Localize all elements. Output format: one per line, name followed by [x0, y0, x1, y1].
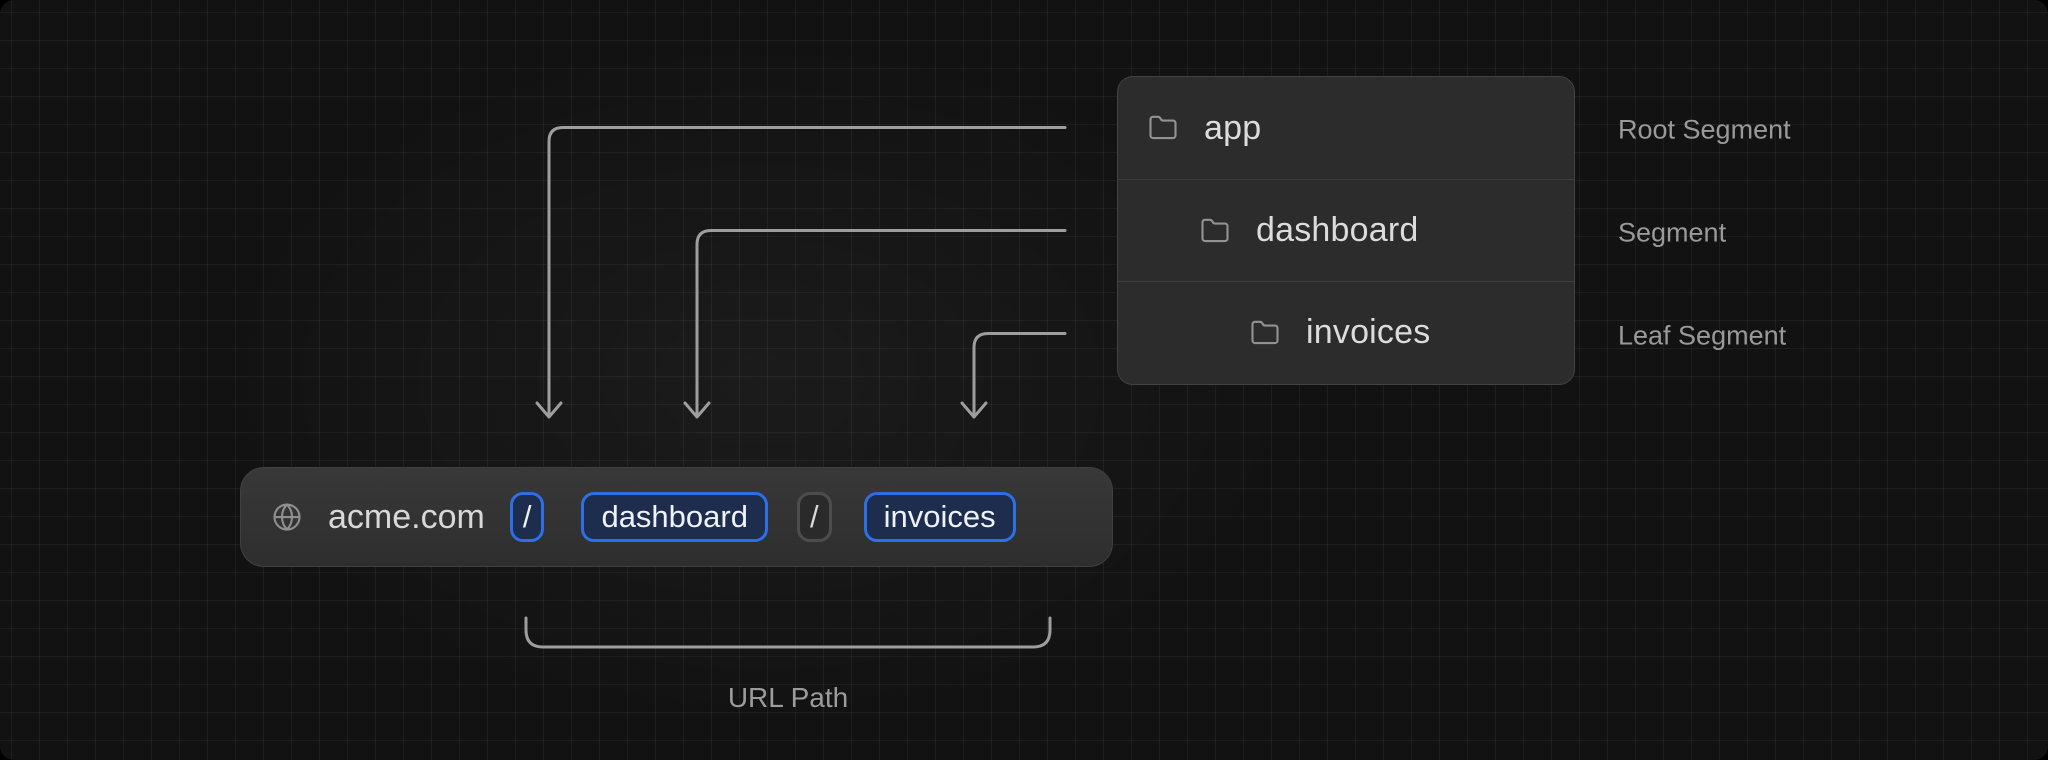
annotation-root-segment: Root Segment	[1618, 114, 1791, 145]
arrow-invoices-to-segment	[960, 332, 1067, 419]
domain-text: acme.com	[328, 497, 485, 536]
annotation-leaf-segment: Leaf Segment	[1618, 320, 1787, 351]
tree-row-dashboard: dashboard	[1118, 179, 1574, 281]
route-tree-panel: app dashboard invoices	[1117, 76, 1575, 385]
tree-row-app: app	[1118, 77, 1574, 179]
annotation-segment: Segment	[1618, 217, 1727, 248]
url-segment-slash-2: /	[796, 492, 832, 542]
url-segment-slash-1: /	[509, 492, 545, 542]
url-bar: acme.com / dashboard / invoices	[240, 467, 1113, 567]
url-path-label: URL Path	[727, 682, 849, 713]
tree-row-invoices: invoices	[1118, 281, 1574, 383]
url-segment-invoices: invoices	[863, 492, 1016, 542]
tree-row-label: dashboard	[1256, 211, 1419, 249]
folder-icon	[1251, 320, 1279, 344]
url-path-bracket	[524, 616, 1052, 649]
arrow-app-to-slash	[535, 126, 1067, 419]
arrow-dashboard-to-segment	[683, 229, 1067, 419]
url-segment-dashboard: dashboard	[581, 492, 768, 542]
folder-icon	[1149, 115, 1177, 140]
globe-icon	[273, 503, 301, 531]
folder-icon	[1201, 218, 1229, 242]
tree-row-label: app	[1204, 108, 1262, 147]
tree-row-label: invoices	[1306, 313, 1431, 351]
